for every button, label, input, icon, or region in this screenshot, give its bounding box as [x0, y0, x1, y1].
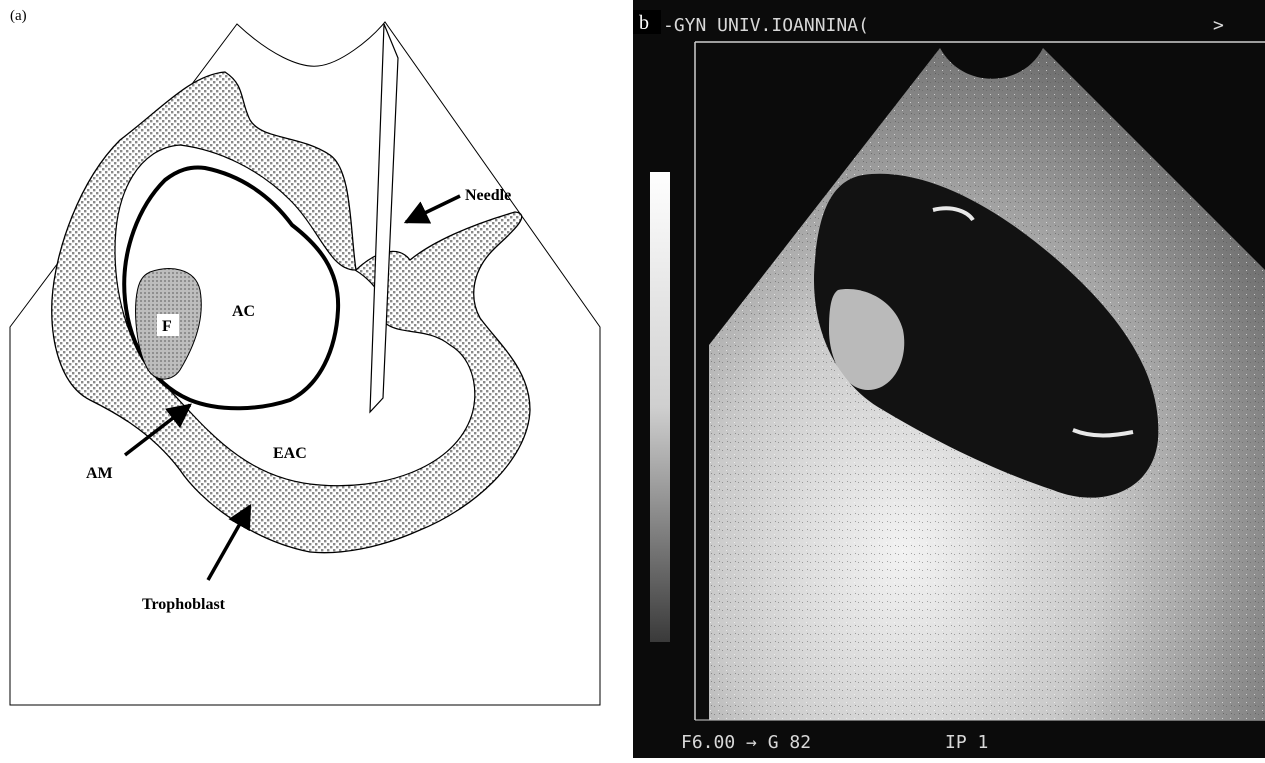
- diagram-svg: (a) Needle AC F EAC AM Trophoblast: [0, 0, 630, 758]
- footer-left-text: F6.00 → G 82: [681, 732, 811, 753]
- grayscale-bar: [650, 172, 670, 642]
- footer-right-text: IP 1: [945, 732, 988, 753]
- am-label: AM: [86, 465, 113, 482]
- ultrasound-svg: b -GYN UNIV.IOANNINA( > F6.00 → G 82 IP …: [633, 0, 1265, 758]
- panel-b-ultrasound: b -GYN UNIV.IOANNINA( > F6.00 → G 82 IP …: [633, 0, 1265, 758]
- panel-a-diagram: (a) Needle AC F EAC AM Trophoblast: [0, 0, 630, 758]
- panel-a-label: (a): [10, 8, 27, 24]
- trophoblast-label: Trophoblast: [142, 596, 226, 613]
- panel-b-label: b: [639, 12, 649, 34]
- eac-label: EAC: [273, 445, 307, 462]
- needle-label: Needle: [465, 187, 511, 204]
- header-right-text: >: [1213, 15, 1224, 36]
- f-label: F: [162, 318, 172, 335]
- header-text: -GYN UNIV.IOANNINA(: [663, 15, 869, 36]
- ac-label: AC: [232, 303, 255, 320]
